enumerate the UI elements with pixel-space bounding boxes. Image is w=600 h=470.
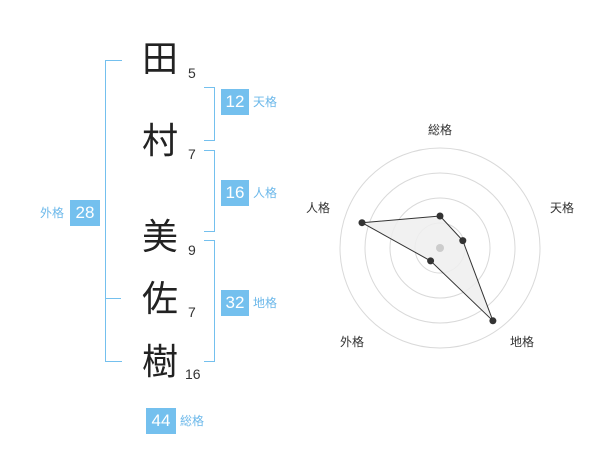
- jinkaku-bracket: [204, 150, 215, 232]
- radar-point-5: [358, 219, 366, 227]
- stroke-count-4: 7: [188, 304, 196, 320]
- radar-label-tenkaku: 天格: [550, 200, 574, 215]
- radar-label-gaikaku: 外格: [340, 334, 364, 349]
- radar-label-chikaku: 地格: [510, 334, 534, 349]
- chikaku-bracket: [204, 240, 215, 362]
- soukaku-label: 総格: [180, 414, 205, 428]
- radar-chart: 総格 天格 地格 外格 人格: [306, 122, 574, 349]
- radar-ring-3: [364, 172, 516, 324]
- stroke-count-5: 16: [185, 366, 201, 382]
- tenkaku-bracket: [204, 87, 215, 141]
- jinkaku-value-box: 16: [221, 180, 249, 206]
- gaikaku-label: 外格: [40, 206, 65, 220]
- soukaku-value-box: 44: [146, 408, 176, 434]
- stroke-count-2: 7: [188, 146, 196, 162]
- tenkaku-label: 天格: [253, 95, 278, 109]
- stroke-count-3: 9: [188, 242, 196, 258]
- gaikaku-bracket: [105, 60, 122, 362]
- kanji-char-5: 樹: [141, 342, 178, 383]
- stroke-count-1: 5: [188, 65, 196, 81]
- radar-point-3: [489, 317, 497, 325]
- radar-polygon: [360, 215, 494, 322]
- kanji-char-3: 美: [141, 217, 178, 258]
- chikaku-value-box: 32: [221, 290, 249, 316]
- radar-point-1: [436, 212, 444, 220]
- radar-point-4: [427, 257, 435, 265]
- tenkaku-value-box: 12: [221, 89, 249, 115]
- gaikaku-bracket-tick: [105, 298, 121, 299]
- radar-ring-4: [339, 147, 541, 349]
- radar-label-soukaku: 総格: [428, 122, 452, 137]
- jinkaku-label: 人格: [253, 186, 278, 200]
- radar-center-dot: [436, 244, 444, 252]
- radar-ring-2: [389, 197, 491, 299]
- kanji-char-1: 田: [141, 39, 178, 80]
- kanji-char-2: 村: [141, 121, 178, 162]
- radar-label-jinkaku: 人格: [306, 200, 330, 215]
- chikaku-label: 地格: [253, 296, 278, 310]
- radar-point-2: [459, 237, 467, 245]
- kanji-char-4: 佐: [141, 279, 178, 320]
- gaikaku-value-box: 28: [70, 200, 100, 226]
